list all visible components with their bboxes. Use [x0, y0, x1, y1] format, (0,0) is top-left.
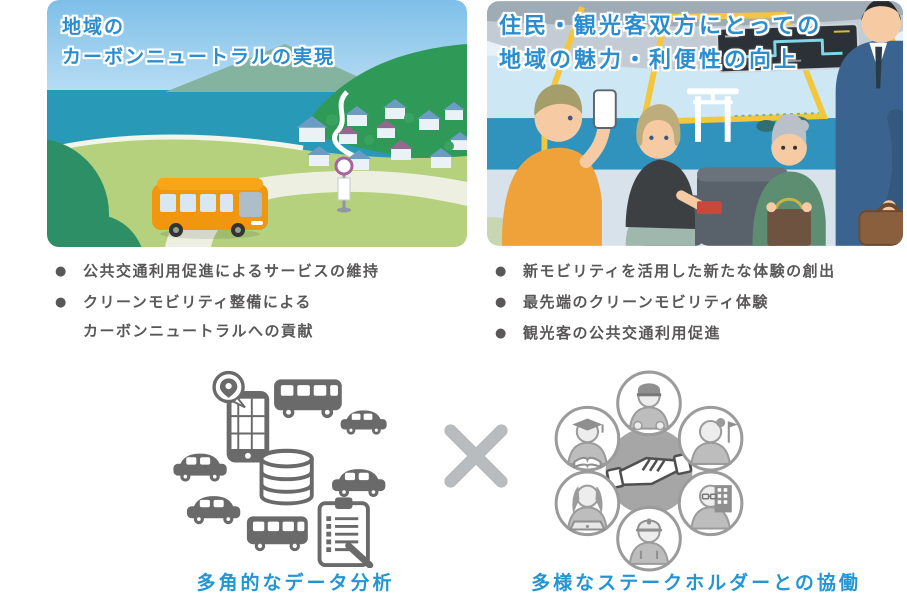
office-worker-icon	[554, 470, 621, 537]
bullet-icon: ●	[55, 264, 67, 279]
bullet-list-attractiveness: ● 新モビリティを活用した新たな体験の創出 ● 最先端のクリーンモビリティ体験 …	[495, 257, 907, 350]
list-item: ● 最先端のクリーンモビリティ体験	[495, 288, 907, 317]
list-item: ● 新モビリティを活用した新たな体験の創出	[495, 257, 907, 286]
panel-carbon-neutral: 地域の カーボンニュートラルの実現	[47, 0, 467, 247]
businessperson-icon	[677, 470, 744, 537]
checklist-clipboard-icon	[317, 497, 374, 569]
panel-title-attractiveness: 住民・観光客双方にとっての 地域の魅力・利便性の向上	[499, 14, 823, 73]
panel-attractiveness: 住民・観光客双方にとっての 地域の魅力・利便性の向上	[487, 0, 903, 247]
bus-stop-sign	[334, 156, 354, 213]
passenger-man-with-phone	[501, 84, 617, 246]
stakeholder-cluster	[543, 370, 755, 572]
car-icon	[173, 453, 227, 482]
torii-gate	[687, 88, 739, 142]
bullet-text: クリーンモビリティ整備による カーボンニュートラルへの貢献	[83, 293, 315, 340]
bus-interior-illustration	[487, 1, 903, 246]
data-analysis-cluster	[160, 360, 392, 569]
list-item: ● 観光客の公共交通利用促進	[495, 319, 907, 348]
orange-bus	[152, 178, 268, 239]
database-icon	[259, 448, 314, 506]
professor-icon	[554, 405, 621, 472]
panel-title-carbon-neutral: 地域の カーボンニュートラルの実現	[62, 16, 336, 68]
van-icon	[246, 516, 308, 552]
construction-worker-icon	[616, 505, 682, 572]
tour-guide-icon	[677, 405, 744, 472]
bullet-icon: ●	[495, 326, 507, 341]
map-pin-phone-icon	[212, 370, 270, 463]
bullet-list-carbon-neutral: ● 公共交通利用促進によるサービスの維持 ● クリーンモビリティ整備による カー…	[55, 257, 465, 348]
bullet-icon: ●	[495, 295, 507, 310]
list-item: ● クリーンモビリティ整備による カーボンニュートラルへの貢献	[55, 288, 465, 346]
bullet-text: 最先端のクリーンモビリティ体験	[523, 293, 769, 311]
coastal-town-illustration	[47, 0, 467, 247]
car-icon	[340, 410, 387, 435]
bullet-text: 観光客の公共交通利用促進	[523, 324, 722, 342]
bullet-text: 新モビリティを活用した新たな体験の創出	[523, 262, 836, 280]
bus-driver-icon	[616, 370, 682, 437]
passenger-businessman	[835, 1, 903, 246]
passenger-woman-with-phone	[625, 104, 722, 246]
passenger-elderly-woman	[752, 114, 826, 246]
car-icon	[186, 496, 241, 525]
bullet-text: 公共交通利用促進によるサービスの維持	[83, 262, 380, 280]
bullet-icon: ●	[495, 264, 507, 279]
list-item: ● 公共交通利用促進によるサービスの維持	[55, 257, 465, 286]
minibus-icon	[274, 379, 342, 419]
stakeholder-label: 多様なステークホルダーとの協働	[531, 572, 861, 594]
bullet-icon: ●	[55, 295, 67, 310]
x-separator-icon	[438, 418, 514, 500]
data-analysis-label: 多角的なデータ分析	[196, 572, 395, 594]
car-icon	[332, 469, 386, 498]
route-display-board	[715, 23, 860, 74]
